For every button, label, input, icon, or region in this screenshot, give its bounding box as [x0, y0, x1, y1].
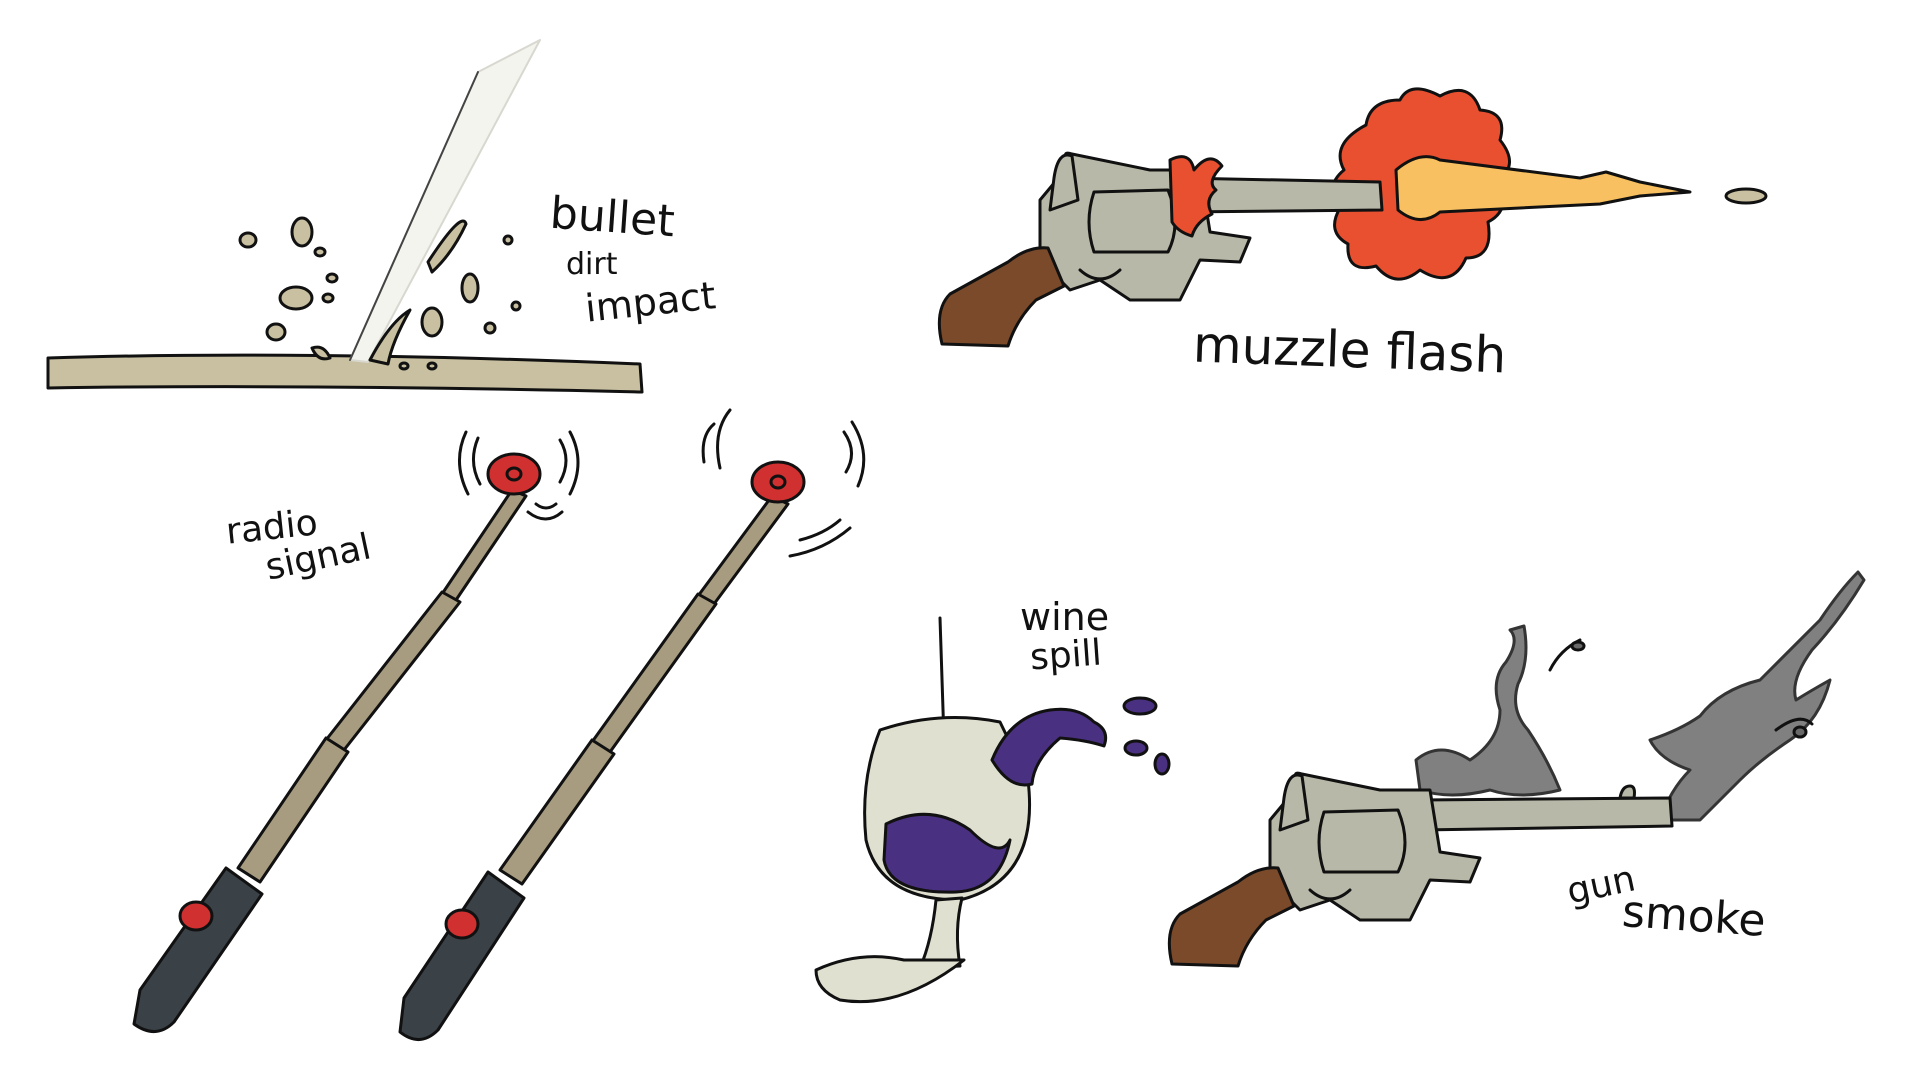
ground-strip [46, 353, 644, 394]
revolver-barrel [1418, 796, 1674, 832]
muzzle-flash-revolver-illustration [937, 87, 1768, 348]
wine-glass-base [814, 955, 966, 1004]
revolver-cylinder [1087, 188, 1177, 254]
bullet-projectile [1724, 187, 1768, 205]
gun-smoke-revolver-illustration [1167, 570, 1866, 968]
label-wine: wine [1020, 595, 1110, 639]
radio-signal-waves [457, 430, 580, 521]
label-smoke: smoke [1620, 886, 1768, 947]
dirt-debris [238, 216, 522, 371]
revolver-trigger-guard [1308, 888, 1352, 901]
label-dirt: dirt [566, 247, 618, 282]
revolver-trigger-guard [1078, 268, 1122, 281]
wine-glass-stem [918, 896, 964, 970]
revolver-cylinder [1317, 808, 1407, 874]
bullet-trail [349, 39, 541, 363]
label-bullet: bullet [548, 187, 677, 248]
antenna-segment-1 [696, 494, 790, 606]
label-spill: spill [1028, 632, 1103, 679]
radio-button [444, 908, 480, 940]
antenna-segment-3 [498, 738, 616, 886]
antenna-segment-3 [236, 736, 350, 884]
bullet-dirt-impact-illustration [46, 39, 644, 394]
revolver-hammer [1278, 773, 1310, 832]
wine-in-glass [882, 812, 1012, 894]
radio-handle [132, 866, 264, 1033]
antenna-segment-2 [324, 590, 462, 752]
radio-handle [398, 870, 526, 1041]
wine-stream [990, 707, 1108, 787]
revolver-front-sight [1618, 784, 1636, 800]
label-muzzle-flash: muzzle flash [1192, 315, 1508, 385]
radio-button [178, 900, 214, 932]
revolver-grip [1167, 866, 1296, 968]
wine-droplet [1122, 696, 1158, 716]
cylinder-burst [1168, 155, 1224, 238]
wine-spill-illustration [814, 616, 1171, 1004]
smoke-plume [1414, 624, 1562, 797]
muzzle-fire-streak [1394, 155, 1692, 221]
wine-droplet [1153, 752, 1171, 776]
smoke-plume [1648, 570, 1866, 822]
radio-signal-waves [701, 408, 866, 558]
revolver-hammer [1048, 153, 1080, 212]
antenna-segment-1 [440, 488, 528, 602]
radio-remote-right-illustration [398, 408, 866, 1041]
revolver-grip [937, 246, 1066, 348]
antenna-segment-2 [590, 592, 718, 754]
radio-remote-left-illustration [132, 430, 580, 1033]
wine-droplet [1123, 739, 1149, 757]
